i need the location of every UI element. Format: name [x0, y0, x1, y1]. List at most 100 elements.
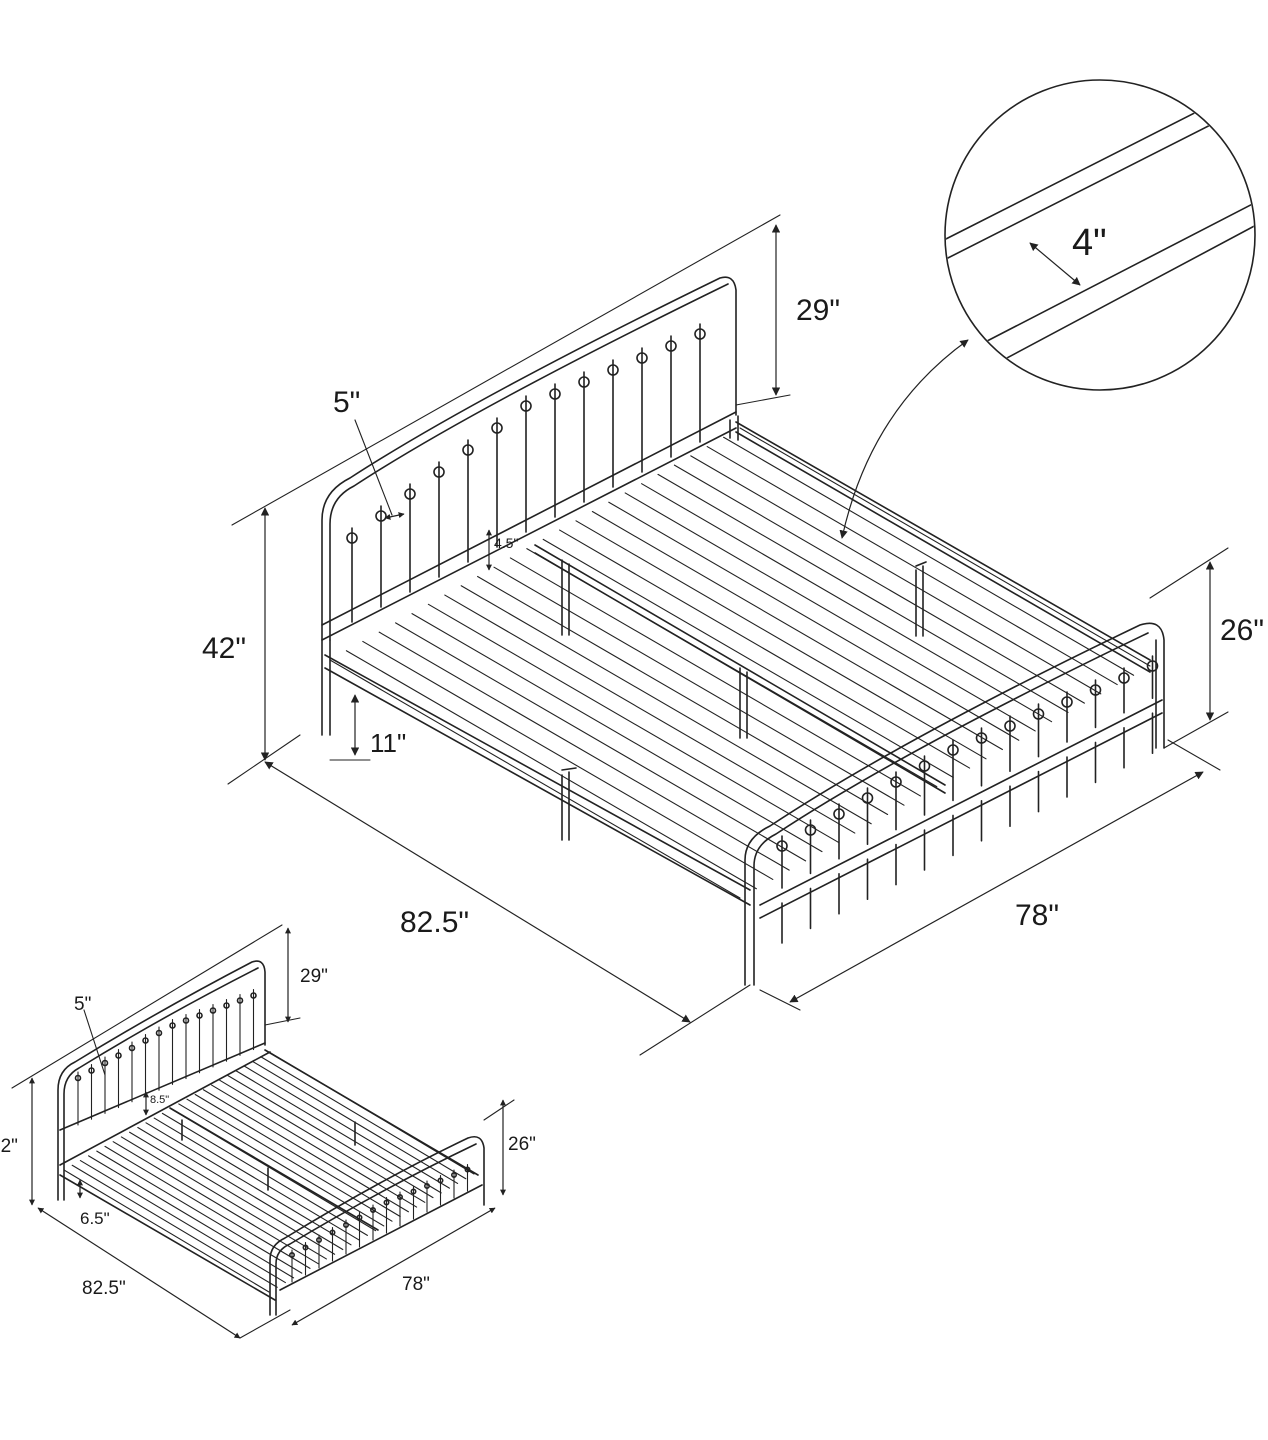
thumb-length-label: 82.5"	[82, 1278, 126, 1299]
headboard	[321, 276, 739, 736]
thumb-spindle-knob	[383, 1199, 390, 1206]
spindle-knob	[433, 466, 445, 478]
spindle-knob	[1061, 696, 1073, 708]
thumb-spindle-knob	[182, 1017, 190, 1024]
slat-gap-label: 4.5"	[494, 535, 518, 551]
bed-slat	[575, 520, 987, 760]
spindle-gap-label: 5"	[333, 386, 360, 419]
spindle-knob	[918, 760, 931, 772]
bed-slat	[329, 659, 741, 899]
spindle-knob	[462, 444, 474, 456]
thumb-headboard-height-label: 29"	[300, 966, 328, 987]
headboard-spindles	[346, 323, 706, 623]
thumb-slat	[219, 1079, 426, 1203]
thumb-slat	[194, 1093, 401, 1218]
thumb-spindle-knob	[196, 1012, 203, 1019]
thumb-spindle-knob	[209, 1007, 217, 1014]
bed-slat	[378, 631, 790, 871]
bed-slat	[591, 510, 1003, 751]
bed-slat	[427, 603, 839, 843]
spindle-knob	[636, 352, 648, 364]
main-dimension-labels: 29" 5" 4.5" 42" 11" 26" 82.5" 78"	[202, 294, 1264, 939]
spindle-knob	[947, 744, 959, 756]
thumb-spindle-gap-label: 5"	[74, 994, 91, 1015]
bed-slat	[509, 557, 921, 797]
bed-slats	[329, 427, 1151, 899]
thumb-spindle-knob	[169, 1022, 176, 1029]
thumb-total-height-label: 42"	[0, 1136, 18, 1157]
width-label: 78"	[1015, 899, 1059, 932]
bed-slat	[739, 427, 1151, 667]
thumb-spindle-knob	[115, 1052, 122, 1059]
bed-slat	[395, 622, 807, 862]
thumb-width-label: 78"	[402, 1274, 430, 1295]
thumb-slat	[227, 1075, 434, 1199]
thumb-slat	[79, 1160, 286, 1284]
thumbnail-dimension-labels: 29" 5" 8.5" 42" 6.5" 26" 82.5" 78"	[0, 966, 536, 1299]
thumb-slat	[202, 1089, 409, 1213]
spindle-knob	[694, 328, 706, 340]
thumb-slat	[88, 1155, 295, 1279]
spindle-knob	[578, 376, 590, 388]
thumb-spindle-knob	[74, 1074, 82, 1082]
thumb-slat	[243, 1065, 450, 1189]
slat-width-label: 4"	[1072, 222, 1107, 264]
thumb-spindle-knob	[437, 1177, 444, 1184]
thumb-spindle-knob	[128, 1044, 136, 1052]
thumbnail-dimension-lines	[11, 924, 515, 1339]
spindle-knob	[549, 388, 561, 400]
thumb-spindle-knob	[396, 1194, 403, 1201]
bed-slat	[345, 650, 757, 890]
thumb-slat-gap-label: 8.5"	[150, 1094, 169, 1106]
spindle-knob	[665, 340, 677, 352]
bed-slat	[608, 501, 1020, 741]
spindle-knob	[1089, 684, 1102, 696]
spindle-knob	[404, 488, 416, 500]
spindle-knob	[776, 840, 788, 852]
thumb-slat	[260, 1056, 467, 1180]
bed-slat	[706, 446, 1118, 686]
thumb-spindle-knob	[155, 1029, 163, 1037]
thumb-slat	[104, 1145, 311, 1269]
thumb-slat	[235, 1070, 442, 1194]
bed-slat	[493, 566, 905, 806]
thumb-spindle-knob	[88, 1067, 95, 1074]
bed-slat	[526, 548, 938, 788]
thumbnail-headboard-spindles	[74, 988, 257, 1126]
thumb-slat	[178, 1103, 385, 1227]
thumb-spindle-knob	[236, 997, 244, 1004]
spindle-knob	[1146, 660, 1159, 672]
footboard	[744, 622, 1165, 986]
thumb-slat	[112, 1141, 319, 1265]
clearance-label: 11"	[370, 728, 406, 758]
thumb-slat	[268, 1051, 475, 1175]
spindle-knob	[1118, 672, 1130, 684]
bed-slat	[673, 464, 1085, 704]
length-label: 82.5"	[400, 906, 469, 939]
headboard-height-label: 29"	[796, 294, 840, 327]
total-height-label: 42"	[202, 632, 246, 665]
thumb-spindle-knob	[250, 992, 257, 999]
thumb-slat	[186, 1098, 393, 1222]
thumb-footboard-height-label: 26"	[508, 1134, 536, 1155]
spindle-knob	[346, 532, 358, 544]
bed-frame-rails	[324, 421, 1151, 906]
spindle-knob	[1004, 720, 1016, 732]
main-bed-drawing	[321, 276, 1165, 986]
thumb-spindle-knob	[450, 1172, 457, 1179]
bed-slat	[559, 529, 971, 769]
bed-slat	[542, 538, 954, 778]
thumb-spindle-knob	[423, 1183, 430, 1190]
thumb-spindle-knob	[223, 1002, 230, 1009]
bed-slat	[690, 455, 1102, 695]
bed-slat	[444, 594, 856, 834]
thumb-spindle-knob	[142, 1037, 149, 1044]
spindle-knob	[607, 364, 619, 376]
main-dimension-lines	[227, 214, 1229, 1056]
spindle-knob	[975, 732, 988, 744]
spindle-knob	[491, 422, 503, 434]
bed-slat	[411, 613, 823, 853]
thumb-spindle-knob	[410, 1188, 417, 1195]
